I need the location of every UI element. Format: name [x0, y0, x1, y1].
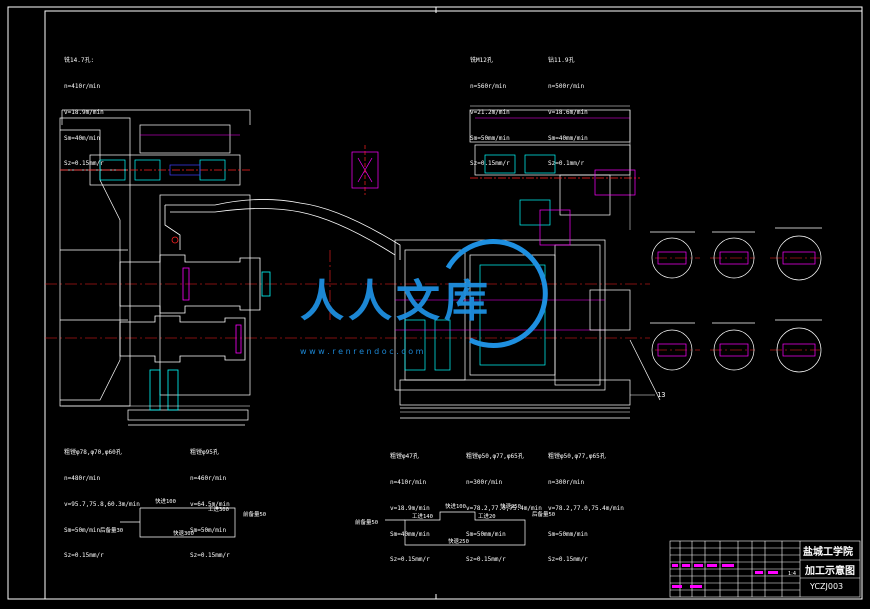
note-top-left: 铣14.7孔: n=410r/min v=18.9m/min Sm=40m/mi… — [64, 57, 104, 168]
cycle-right-fast-return: 快退250 — [448, 539, 469, 545]
section-views — [650, 227, 822, 373]
cycle-right-front-stop: 前备量50 — [355, 520, 379, 526]
inner-frame — [44, 10, 863, 600]
watermark-logo: 人人文库 — [300, 276, 492, 327]
cycle-right-fast-forward: 快进100 — [445, 504, 466, 510]
cycle-left-fast-forward: 快进100 — [155, 499, 176, 505]
note-top-mid: 铣M12孔 n=560r/min v=21.2m/min Sm=50mm/min… — [470, 57, 510, 168]
watermark-url: w w w . r e n r e n d o c . c o m — [300, 347, 424, 356]
cycle-left-work-feed: 工进300 — [208, 507, 229, 513]
work-cycle-right-diagram — [385, 511, 526, 546]
right-spindle-box — [394, 239, 661, 419]
cycle-left-front-stop: 前备量50 — [243, 512, 267, 518]
left-boring-bars — [119, 254, 271, 411]
title-block-school: 盐城工学院 — [803, 547, 853, 558]
note-bottom-3: 粗镗φ47孔 n=410r/min v=18.9m/min Sm=40mm/mi… — [390, 453, 430, 564]
workpiece-outline — [164, 199, 401, 260]
cycle-right-rear-stop: 后备量50 — [532, 512, 556, 518]
note-bottom-5: 粗镗φ50,φ77,φ65孔 n=300r/min v=78.2,77.0,75… — [548, 453, 624, 564]
note-bottom-1: 粗镗φ78,φ70,φ60孔 n=480r/min v=95.7,75.8,60… — [64, 449, 140, 560]
cycle-right-fast-return-top: 快退250 — [500, 504, 521, 510]
cycle-left-rear-stop: 后备量30 — [100, 528, 124, 534]
title-block-scale: 1:4 — [788, 571, 797, 577]
watermark-ring — [445, 239, 548, 349]
note-bottom-2: 粗镗φ95孔 n=460r/min v=64.5m/min Sm=50m/min… — [190, 449, 230, 560]
cycle-left-fast-return: 快退300 — [173, 531, 194, 537]
work-cycle-left-diagram — [120, 507, 236, 538]
cycle-right-work-feed-1: 工进140 — [412, 514, 433, 520]
title-block-drawing-number: YCZJ003 — [810, 582, 844, 591]
part-number-callout: 13 — [657, 391, 666, 399]
title-block-marks — [672, 564, 778, 588]
note-bottom-4: 粗镗φ50,φ77,φ65孔 n=300r/min v=78.2,77.0,75… — [466, 453, 542, 564]
title-block-drawing-title: 加工示意图 — [805, 566, 855, 577]
drill-jig-detail — [351, 145, 379, 195]
dimension-lines — [62, 105, 631, 413]
cycle-right-work-feed-2: 工进20 — [478, 514, 496, 520]
note-top-right: 钻11.9孔 n=500r/min v=18.6m/min Sm=40mm/mi… — [548, 57, 588, 168]
center-lines — [45, 250, 820, 351]
upper-left-tools — [60, 109, 251, 186]
